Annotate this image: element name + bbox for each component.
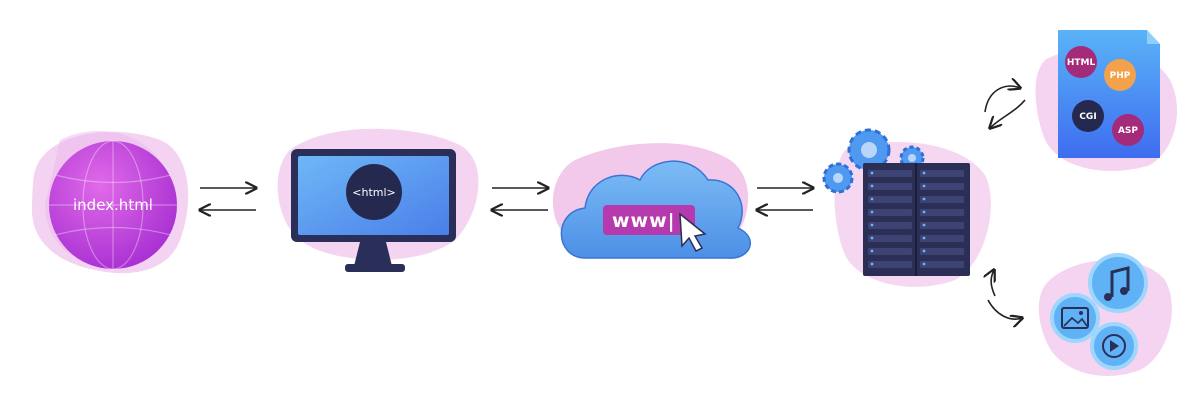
curve-arrow-icon [991,270,995,297]
url-bar [603,205,695,235]
php-badge [1104,59,1136,91]
php-badge-label: PHP [1110,71,1131,81]
arrows-cloud-server [757,188,813,210]
server-node [822,128,991,287]
monitor-label: <html> [352,186,396,199]
url-text: www| [612,210,676,232]
server-leds [870,171,926,266]
image-icon [1050,293,1100,343]
gear-icon [822,162,854,194]
cgi-badge-label: CGI [1079,112,1096,122]
server-slots [868,170,964,268]
asp-badge-label: ASP [1118,126,1138,136]
document-node: HTML PHP CGI ASP [1035,30,1178,172]
curve-arrow-icon [984,86,1020,113]
globe-icon [49,141,177,269]
html-badge [1065,46,1097,78]
cloud-node: www| [552,143,751,259]
html-tag-icon [346,164,402,220]
asp-badge [1112,114,1144,146]
curve-arrow-icon [987,299,1022,319]
cgi-badge [1072,100,1104,132]
media-node [1038,253,1172,376]
monitor-base [345,264,405,272]
curved-arrows-bottom [988,270,1022,319]
music-note-icon [1088,253,1148,313]
monitor-stand [354,242,392,266]
monitor-node: <html> [277,128,479,272]
curve-arrow-icon [990,99,1026,128]
arrows-monitor-cloud [492,188,548,210]
curved-arrows-top [984,86,1026,128]
globe-label: index.html [73,196,153,214]
cursor-icon [679,212,707,252]
arrows-globe-monitor [200,188,256,210]
globe-node: index.html [31,131,189,274]
html-badge-label: HTML [1067,58,1096,68]
